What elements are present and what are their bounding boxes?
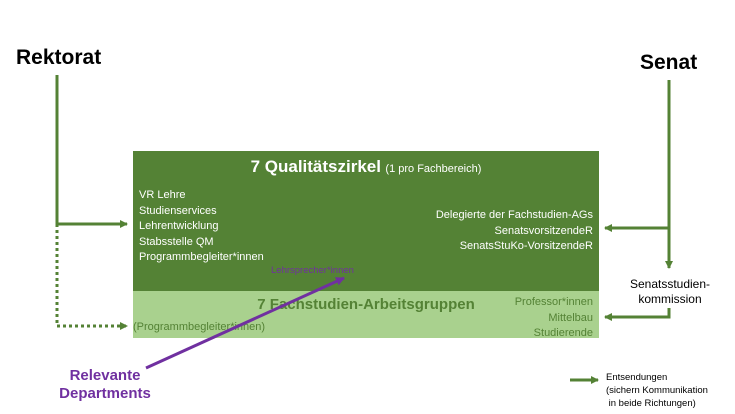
lehrsprecher-label: Lehrsprecher*innen — [271, 265, 354, 276]
fachstudien-title: 7 Fachstudien-Arbeitsgruppen — [257, 296, 475, 313]
qz-left-item: Stabsstelle QM — [139, 235, 214, 248]
qz-left-item: Studienservices — [139, 204, 217, 217]
fs-right-list: Professor*innen Mittelbau Studierende — [380, 295, 593, 342]
departments-to-lehrsprecher-arrow — [145, 276, 345, 370]
legend-line: (sichern Kommunikation — [606, 385, 708, 396]
ssk-line: Senatsstudien- — [629, 277, 711, 291]
qz-title-sub: (1 pro Fachbereich) — [385, 163, 482, 175]
rektorat-to-qz-arrow — [55, 75, 128, 228]
qualitaetszirkel-title: 7 Qualitätszirkel (1 pro Fachbereich) — [133, 157, 599, 177]
qz-left-list: VR Lehre Studienservices Lehrentwicklung… — [139, 188, 264, 266]
qz-left-item: Programmbegleiter*innen — [139, 251, 264, 263]
departments-line: Departments — [59, 385, 151, 402]
qz-right-list: Delegierte der Fachstudien-AGs Senatsvor… — [380, 208, 593, 255]
senat-label: Senat — [640, 51, 698, 74]
qz-left-item: VR Lehre — [139, 189, 186, 201]
qualitaetszirkel-box — [133, 151, 599, 291]
senatsstudienkommission-label: Senatsstudien- kommission — [610, 277, 730, 307]
qz-right-item: SenatsStuKo-VorsitzendeR — [459, 240, 593, 252]
fachstudien-box — [133, 291, 599, 338]
rektorat-label: Rektorat — [16, 46, 102, 69]
qz-right-item: SenatsvorsitzendeR — [494, 224, 593, 237]
qz-title-main: 7 Qualitätszirkel — [250, 157, 381, 176]
legend-line: Entsendungen — [606, 372, 668, 383]
legend-line: in beide Richtungen) — [606, 398, 696, 409]
relevante-departments-label: Relevante Departments — [40, 367, 170, 403]
qz-right-item: Delegierte der Fachstudien-AGs — [435, 209, 593, 221]
fs-right-item: Studierende — [533, 327, 593, 339]
relevante-line: Relevante — [69, 367, 141, 384]
ssk-to-fs-arrow — [604, 308, 671, 321]
ssk-line: kommission — [638, 292, 702, 306]
fs-right-item: Professor*innen — [514, 296, 593, 308]
legend-text: Entsendungen (sichern Kommunikation in b… — [606, 371, 708, 410]
fs-right-item: Mittelbau — [548, 311, 593, 324]
rektorat-to-fs-dotted-arrow — [55, 224, 128, 330]
qz-left-item: Lehrentwicklung — [139, 220, 219, 232]
